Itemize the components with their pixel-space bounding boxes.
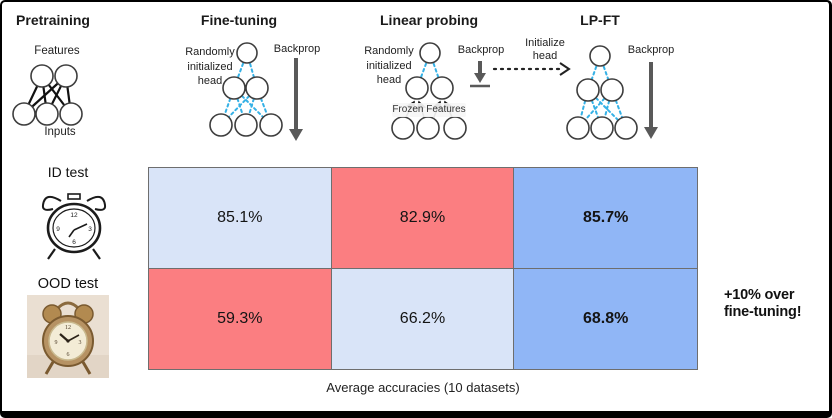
lp-head-label: Randomly initialized head bbox=[364, 45, 414, 86]
improvement-annotation: +10% over fine-tuning! bbox=[724, 287, 828, 321]
initialize-head-arrow bbox=[492, 62, 571, 76]
cell-ood-finetuning: 59.3% bbox=[149, 268, 332, 369]
cell-id-finetuning: 85.1% bbox=[149, 168, 332, 269]
svg-text:6: 6 bbox=[67, 352, 70, 358]
svg-text:12: 12 bbox=[65, 325, 71, 331]
pretraining-nodes bbox=[12, 64, 83, 126]
finetuning-backprop-arrow bbox=[289, 58, 303, 141]
cell-id-linearprobing: 82.9% bbox=[331, 168, 515, 269]
svg-text:3: 3 bbox=[88, 226, 92, 233]
cell-id-lpft: 85.7% bbox=[514, 168, 697, 269]
ood-test-label: OOD test bbox=[37, 276, 99, 292]
pretraining-network bbox=[23, 75, 73, 115]
lpft-backprop-arrow bbox=[644, 62, 658, 139]
lpft-nodes bbox=[566, 45, 638, 140]
header-lp-ft: LP-FT bbox=[580, 12, 620, 28]
header-fine-tuning: Fine-tuning bbox=[200, 12, 278, 28]
inputs-label: Inputs bbox=[44, 126, 76, 138]
ft-head-label: Randomly initialized head bbox=[185, 46, 235, 87]
lp-backprop-label: Backprop bbox=[457, 44, 505, 56]
header-linear-probing: Linear probing bbox=[380, 12, 478, 28]
svg-text:3: 3 bbox=[79, 340, 82, 346]
features-label: Features bbox=[34, 45, 80, 57]
improvement-annotation-line1: +10% over bbox=[724, 287, 795, 303]
accuracy-table: 85.1% 82.9% 85.7% 59.3% 66.2% 68.8% bbox=[148, 167, 698, 370]
svg-text:6: 6 bbox=[72, 239, 76, 246]
linearprobing-backprop-arrow bbox=[470, 61, 490, 88]
ft-backprop-label: Backprop bbox=[273, 43, 321, 55]
svg-text:9: 9 bbox=[55, 340, 58, 346]
lpft-backprop-label: Backprop bbox=[627, 44, 675, 56]
table-caption: Average accuracies (10 datasets) bbox=[326, 380, 520, 395]
cell-ood-lpft: 68.8% bbox=[514, 268, 697, 369]
lpft-dotted-links bbox=[577, 55, 627, 129]
id-test-clock-image: 12 3 6 9 bbox=[41, 193, 107, 260]
improvement-annotation-line2: fine-tuning! bbox=[724, 304, 802, 320]
id-test-label: ID test bbox=[47, 164, 89, 180]
header-pretraining: Pretraining bbox=[16, 12, 90, 28]
svg-text:9: 9 bbox=[56, 226, 60, 233]
ood-test-clock-image: 12 3 6 9 bbox=[27, 295, 109, 378]
initialize-head-label: Initialize head bbox=[525, 37, 565, 62]
cell-ood-linearprobing: 66.2% bbox=[331, 268, 515, 369]
linearprobing-dotted-links bbox=[416, 52, 443, 89]
frozen-features-label: Frozen Features bbox=[392, 103, 466, 117]
svg-text:12: 12 bbox=[70, 212, 78, 219]
